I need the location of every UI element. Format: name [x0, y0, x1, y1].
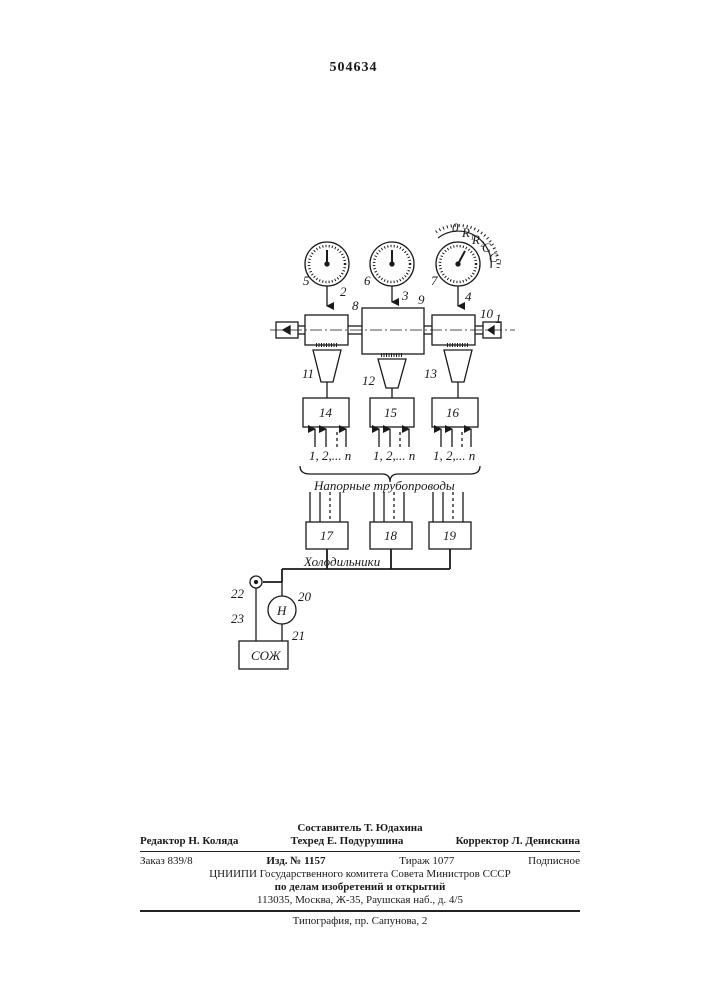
- tank-label: СОЖ: [251, 648, 282, 663]
- label-13: 13: [424, 366, 438, 381]
- colophon: Составитель Т. Юдахина Редактор Н. Коляд…: [140, 822, 580, 928]
- label-3: 3: [401, 288, 409, 303]
- label-10: 10: [480, 306, 494, 321]
- label-19: 19: [443, 528, 457, 543]
- gauge-6: [370, 242, 414, 286]
- inputs-label-14: 1, 2,... n: [309, 448, 351, 463]
- printer: Типография, пр. Сапунова, 2: [140, 915, 580, 928]
- corrector: Корректор Л. Денискина: [456, 835, 580, 848]
- staff-row: Редактор Н. Коляда Техред Е. Подурушина …: [140, 835, 580, 848]
- label-22: 22: [231, 586, 245, 601]
- label-1: 1: [495, 311, 502, 326]
- cooler-inputs: [310, 492, 463, 522]
- subscription: Подписное: [528, 855, 580, 868]
- label-14: 14: [319, 405, 333, 420]
- label-20: 20: [298, 589, 312, 604]
- coolers-label: Холодильники: [303, 554, 381, 569]
- order: Заказ 839/8: [140, 855, 193, 868]
- order-row: Заказ 839/8 Изд. № 1157 Тираж 1077 Подпи…: [140, 855, 580, 868]
- label-23: 23: [231, 611, 245, 626]
- techred: Техред Е. Подурушина: [291, 835, 404, 848]
- label-11: 11: [302, 366, 314, 381]
- label-8: 8: [352, 298, 359, 313]
- inputs-label-16: 1, 2,... n: [433, 448, 475, 463]
- label-gauge-5: 5: [303, 273, 310, 288]
- gauge-5: [305, 242, 349, 286]
- circulation: Тираж 1077: [399, 855, 454, 868]
- compiler-line: Составитель Т. Юдахина: [140, 822, 580, 835]
- label-9: 9: [418, 292, 425, 307]
- nozzle-13: [444, 345, 472, 398]
- inputs-label-15: 1, 2,... n: [373, 448, 415, 463]
- label-15: 15: [384, 405, 398, 420]
- edition: Изд. № 1157: [266, 855, 325, 868]
- label-gauge-6: 6: [364, 273, 371, 288]
- label-16: 16: [446, 405, 460, 420]
- scale-label-0: 0: [452, 220, 459, 235]
- label-21: 21: [292, 628, 305, 643]
- scale-label-c1: C₁: [489, 250, 502, 265]
- label-4: 4: [465, 289, 472, 304]
- label-17: 17: [320, 528, 334, 543]
- editor: Редактор Н. Коляда: [140, 835, 238, 848]
- hydraulic-scheme-diagram: 5 6 7 0 R₁ R₂ C C₁ 2 3 4 8 9 10 1 11 12 …: [0, 0, 707, 700]
- distributor-inputs: [315, 429, 471, 447]
- pressure-pipes-label: Напорные трубопроводы: [313, 478, 455, 493]
- org-line-2: по делам изобретений и открытий: [140, 881, 580, 894]
- nozzle-12: [378, 355, 406, 398]
- org-line-1: ЦНИИПИ Государственного комитета Совета …: [140, 868, 580, 881]
- nozzle-11: [313, 345, 341, 398]
- address: 113035, Москва, Ж-35, Раушская наб., д. …: [140, 894, 580, 907]
- label-gauge-7: 7: [431, 273, 438, 288]
- pump-letter: Н: [276, 603, 287, 618]
- label-12: 12: [362, 373, 376, 388]
- shaft-assembly: [270, 308, 515, 354]
- label-18: 18: [384, 528, 398, 543]
- label-2: 2: [340, 284, 347, 299]
